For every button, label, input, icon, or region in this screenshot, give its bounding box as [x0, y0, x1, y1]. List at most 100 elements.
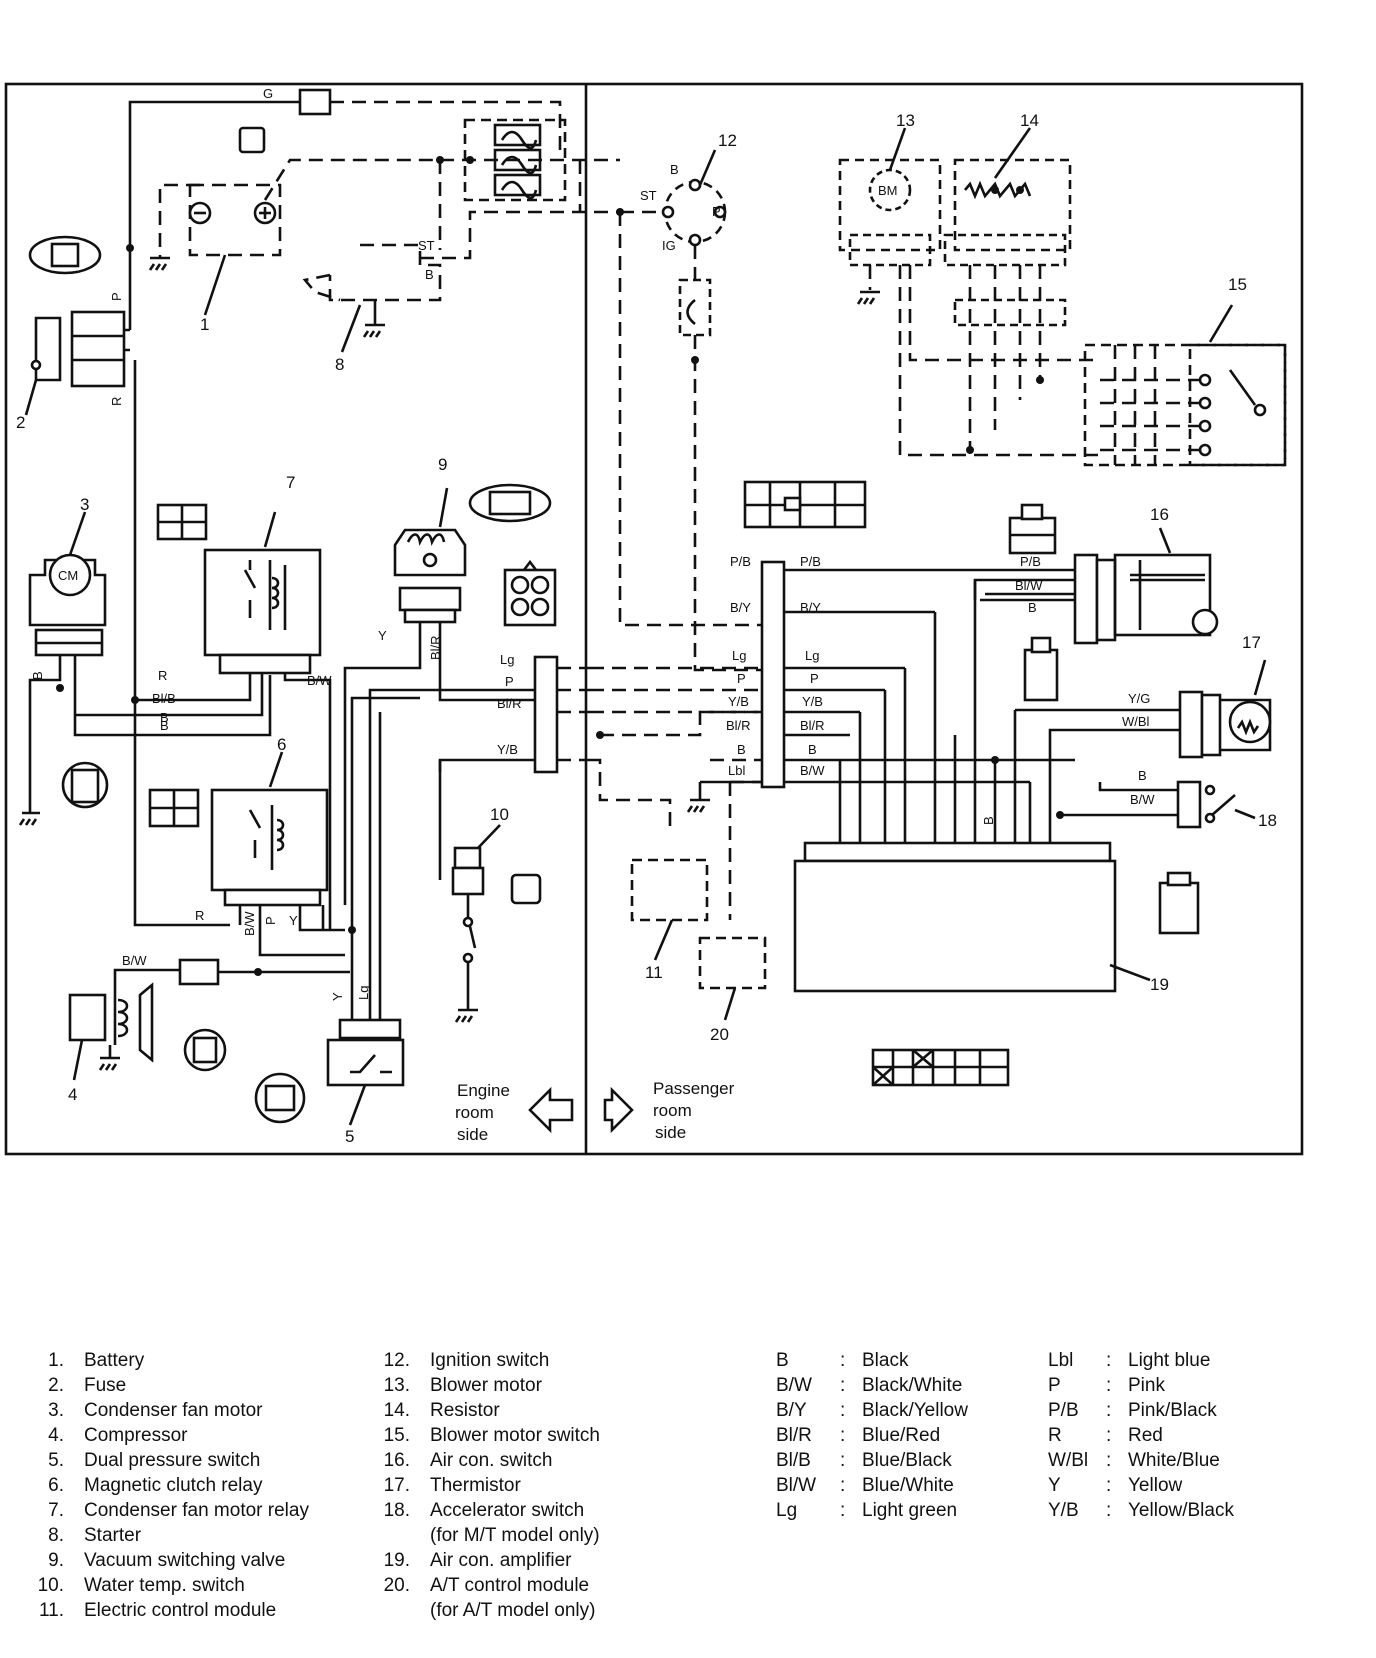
color-code-item: B/W:Black/White — [776, 1373, 968, 1398]
wire-code: ST — [640, 188, 657, 203]
accelerator-switch — [1056, 780, 1256, 829]
wire-code: Y — [378, 628, 387, 643]
color-code-item: Y/B:Yellow/Black — [1048, 1498, 1234, 1523]
component-number: 3 — [80, 495, 89, 514]
main-fuse-box — [128, 88, 620, 250]
component-number: 19 — [1150, 975, 1169, 994]
passenger-room-label: Passenger — [653, 1079, 735, 1098]
color-code: Lbl — [1048, 1350, 1074, 1371]
wire-code: Bl/B — [152, 691, 176, 706]
wire-code: P/B — [800, 554, 821, 569]
wire-code: B — [981, 816, 996, 825]
legend-text: Air con. switch — [430, 1450, 553, 1471]
component-number: 6 — [277, 735, 286, 754]
legend-number: 15. — [383, 1425, 410, 1446]
color-code-item: B:Black — [776, 1348, 968, 1373]
air-con-switch — [973, 527, 1219, 764]
legend-text: Water temp. switch — [84, 1575, 245, 1596]
legend-text: Resistor — [430, 1400, 500, 1421]
legend-text: Accelerator switch — [430, 1500, 585, 1521]
legend-text: Vacuum switching valve — [84, 1550, 286, 1571]
legend-number: 19. — [383, 1550, 410, 1571]
motor-label: BM — [878, 183, 898, 198]
passenger-room-label: room — [653, 1101, 692, 1120]
fuse — [24, 310, 130, 416]
separator: : — [1106, 1450, 1112, 1471]
wire-code: B/W — [122, 953, 147, 968]
separator: : — [840, 1450, 846, 1471]
color-name: Pink/Black — [1128, 1400, 1217, 1421]
legend-item: 16.Air con. switch — [372, 1448, 600, 1473]
color-name: Blue/White — [862, 1475, 954, 1496]
engine-room-label: room — [455, 1103, 494, 1122]
wire-code: P — [263, 916, 278, 925]
separator: : — [1106, 1375, 1112, 1396]
wire-code: Lg — [805, 648, 819, 663]
color-code: Lg — [776, 1500, 798, 1521]
legend-number — [372, 1598, 430, 1623]
color-name: Black/Yellow — [862, 1400, 968, 1421]
color-code: Y/B — [1048, 1500, 1079, 1521]
vacuum-switching-valve — [343, 487, 540, 905]
legend-text: Blower motor switch — [430, 1425, 600, 1446]
legend-text: A/T control module — [430, 1575, 590, 1596]
engine-room-label: Engine — [457, 1081, 510, 1100]
engine-room-arrow — [528, 1086, 574, 1134]
color-code: Bl/W — [776, 1475, 817, 1496]
legend-text: (for M/T model only) — [430, 1525, 600, 1546]
wire-code: Y/B — [728, 694, 749, 709]
motor-label: CM — [58, 568, 78, 583]
legend-text: Ignition switch — [430, 1350, 550, 1371]
legend-text: Electric control module — [84, 1600, 277, 1621]
color-name: Blue/Red — [862, 1425, 941, 1446]
separator: : — [840, 1400, 846, 1421]
color-name: Black — [862, 1350, 909, 1371]
color-code: B/W — [776, 1375, 812, 1396]
battery — [148, 158, 440, 316]
legend-item: (for M/T model only) — [372, 1523, 600, 1548]
color-name: Yellow/Black — [1128, 1500, 1234, 1521]
passenger-connector — [590, 560, 1075, 920]
wire-code: B/W — [1130, 792, 1155, 807]
color-code-item: Bl/B:Blue/Black — [776, 1448, 968, 1473]
wire-code: Lg — [732, 648, 746, 663]
legend-text: Thermistor — [430, 1475, 521, 1496]
separator: : — [1106, 1475, 1112, 1496]
legend-number: 8. — [48, 1525, 64, 1546]
component-number: 12 — [718, 131, 737, 150]
legend-number: 5. — [48, 1450, 64, 1471]
wire-code: Lg — [500, 652, 514, 667]
wire-code: B — [160, 710, 169, 725]
legend-number: 11. — [38, 1600, 64, 1621]
passenger-room-arrow — [603, 1086, 634, 1134]
component-number: 20 — [710, 1025, 729, 1044]
resistor — [898, 127, 1100, 457]
legend-item: 6.Magnetic clutch relay — [22, 1473, 309, 1498]
legend-item: 15. Blower motor switch — [372, 1423, 600, 1448]
separator: : — [840, 1375, 846, 1396]
wire-code: Bl/R — [428, 635, 443, 660]
legend-item: 9.Vacuum switching valve — [22, 1548, 309, 1573]
connector-icon — [1158, 871, 1200, 935]
component-number: 10 — [490, 805, 509, 824]
legend-item: 4.Compressor — [22, 1423, 309, 1448]
wire-code: P — [810, 671, 819, 686]
color-code: Bl/B — [776, 1450, 811, 1471]
compressor — [68, 958, 350, 1081]
legend-item: 18. Accelerator switch — [372, 1498, 600, 1523]
color-code: W/Bl — [1048, 1450, 1089, 1471]
color-name: Red — [1128, 1425, 1163, 1446]
connector-icon-grid — [871, 1048, 1010, 1087]
wire-code: B — [425, 267, 434, 282]
wire-code: Bl/R — [497, 696, 522, 711]
component-number: 9 — [438, 455, 447, 474]
color-code: R — [1048, 1425, 1062, 1446]
component-number: 14 — [1020, 111, 1039, 130]
color-code: P/B — [1048, 1400, 1079, 1421]
legend-text: Condenser fan motor relay — [84, 1500, 309, 1521]
legend-number: 18. — [383, 1500, 410, 1521]
color-code: Bl/R — [776, 1425, 812, 1446]
